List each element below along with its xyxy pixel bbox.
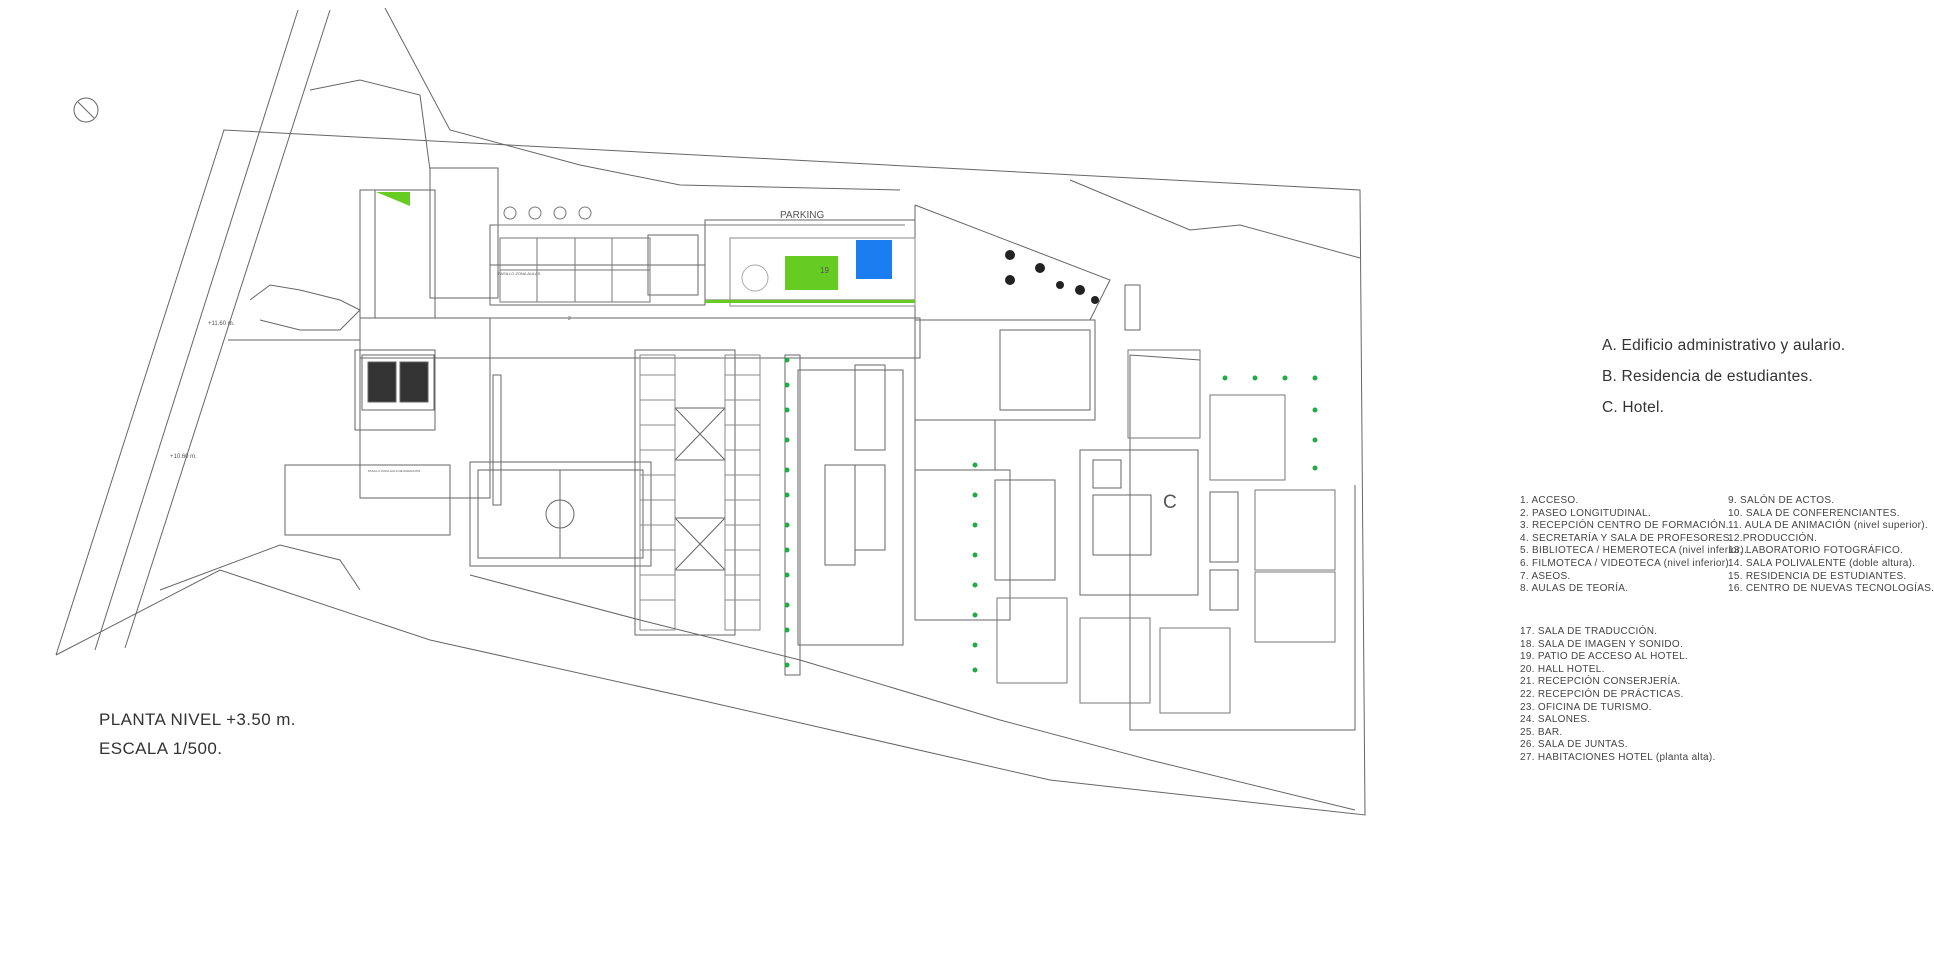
list-item: 4. SECRETARÍA Y SALA DE PROFESORES.	[1520, 532, 1733, 544]
parking-label: PARKING	[780, 210, 824, 221]
list-item: 18. SALA DE IMAGEN Y SONIDO.	[1520, 638, 1684, 650]
list-item: 17. SALA DE TRADUCCIÓN.	[1520, 626, 1658, 637]
animation-corridor-label: PASILLO ZONA AULA DE ANIMACIÓN	[368, 468, 420, 473]
plan-title: PLANTA NIVEL +3.50 m. ESCALA 1/500.	[99, 705, 296, 763]
blue-pool	[856, 240, 892, 279]
list-item: 27. HABITACIONES HOTEL (planta alta).	[1520, 751, 1716, 763]
list-item: 15. RESIDENCIA DE ESTUDIANTES.	[1728, 570, 1907, 582]
list-item: 3. RECEPCIÓN CENTRO DE FORMACIÓN.	[1520, 520, 1729, 532]
list-item: 16. CENTRO DE NUEVAS TECNOLOGÍAS.	[1728, 583, 1934, 595]
list-item: 19. PATIO DE ACCESO AL HOTEL.	[1520, 651, 1689, 663]
north-arrow-icon	[73, 97, 99, 123]
hotel-courtyard	[1079, 354, 1356, 731]
list-item: 23. OFICINA DE TURISMO.	[1520, 701, 1652, 713]
level-label-top: +11.60 m.	[208, 321, 235, 327]
plan-scale: ESCALA 1/500.	[99, 739, 223, 758]
hotel-rooms	[996, 349, 1336, 714]
building-b-residence	[634, 349, 904, 676]
list-item: 9. SALÓN DE ACTOS.	[1728, 495, 1835, 506]
list-item: 21. RECEPCIÓN CONSERJERÍA.	[1520, 676, 1681, 688]
auditorium	[361, 354, 435, 411]
level-label-bottom: +10.60 m.	[170, 454, 197, 460]
legend-item-a: A. Edificio administrativo y aulario.	[1602, 337, 1846, 354]
legend-item-b: B. Residencia de estudiantes.	[1602, 368, 1813, 385]
parking-cars	[495, 206, 905, 226]
list-item: 26. SALA DE JUNTAS.	[1520, 739, 1628, 751]
list-item: 12.PRODUCCIÓN.	[1728, 532, 1818, 544]
zone-legend: A. Edificio administrativo y aulario. B.…	[1602, 330, 1845, 423]
legend-item-c: C. Hotel.	[1602, 399, 1665, 416]
list-item: 22. RECEPCIÓN DE PRÁCTICAS.	[1520, 688, 1684, 700]
green-strip	[705, 300, 915, 303]
list-item: 14. SALA POLIVALENTE (doble altura).	[1728, 557, 1916, 569]
list-item: 7. ASEOS.	[1520, 570, 1571, 582]
hotel-patio	[729, 237, 916, 307]
list-item: 20. HALL HOTEL.	[1520, 663, 1605, 675]
patio-number: 19	[820, 266, 829, 275]
sports-field	[469, 461, 652, 567]
plan-level-title: PLANTA NIVEL +3.50 m.	[99, 710, 296, 729]
list-item: 25. BAR.	[1520, 726, 1563, 738]
hotel-upper-block	[914, 204, 1141, 621]
zone-c-label: C	[1163, 492, 1177, 513]
list-item: 1. ACCESO.	[1520, 495, 1579, 506]
paseo-number: 2	[568, 316, 571, 322]
site-boundary	[55, 7, 1366, 816]
room-list-col1: 1. ACCESO. 2. PASEO LONGITUDINAL. 3. REC…	[1520, 495, 1747, 596]
list-item: 10. SALA DE CONFERENCIANTES.	[1728, 507, 1900, 519]
list-item: 5. BIBLIOTECA / HEMEROTECA (nivel inferi…	[1520, 545, 1748, 557]
list-item: 8. AULAS DE TEORÍA.	[1520, 583, 1629, 595]
classroom-grid	[499, 237, 651, 303]
list-item: 2. PASEO LONGITUDINAL.	[1520, 507, 1651, 519]
aulas-corridor-label: PASILLO ZONA AULAS	[498, 271, 541, 276]
list-item: 13. LABORATORIO FOTOGRÁFICO.	[1728, 545, 1904, 557]
green-corner	[376, 192, 410, 206]
list-item: 11. AULA DE ANIMACIÓN (nivel superior).	[1728, 520, 1928, 532]
green-patio	[785, 256, 838, 290]
tree-dots	[784, 357, 1318, 673]
room-list-col2: 9. SALÓN DE ACTOS. 10. SALA DE CONFERENC…	[1728, 495, 1934, 596]
list-item: 6. FILMOTECA / VIDEOTECA (nivel inferior…	[1520, 557, 1733, 569]
plaza-trees	[1005, 250, 1099, 304]
room-list-col3: 17. SALA DE TRADUCCIÓN. 18. SALA DE IMAG…	[1520, 626, 1716, 765]
building-a-admin	[284, 167, 921, 536]
list-item: 24. SALONES.	[1520, 714, 1591, 726]
